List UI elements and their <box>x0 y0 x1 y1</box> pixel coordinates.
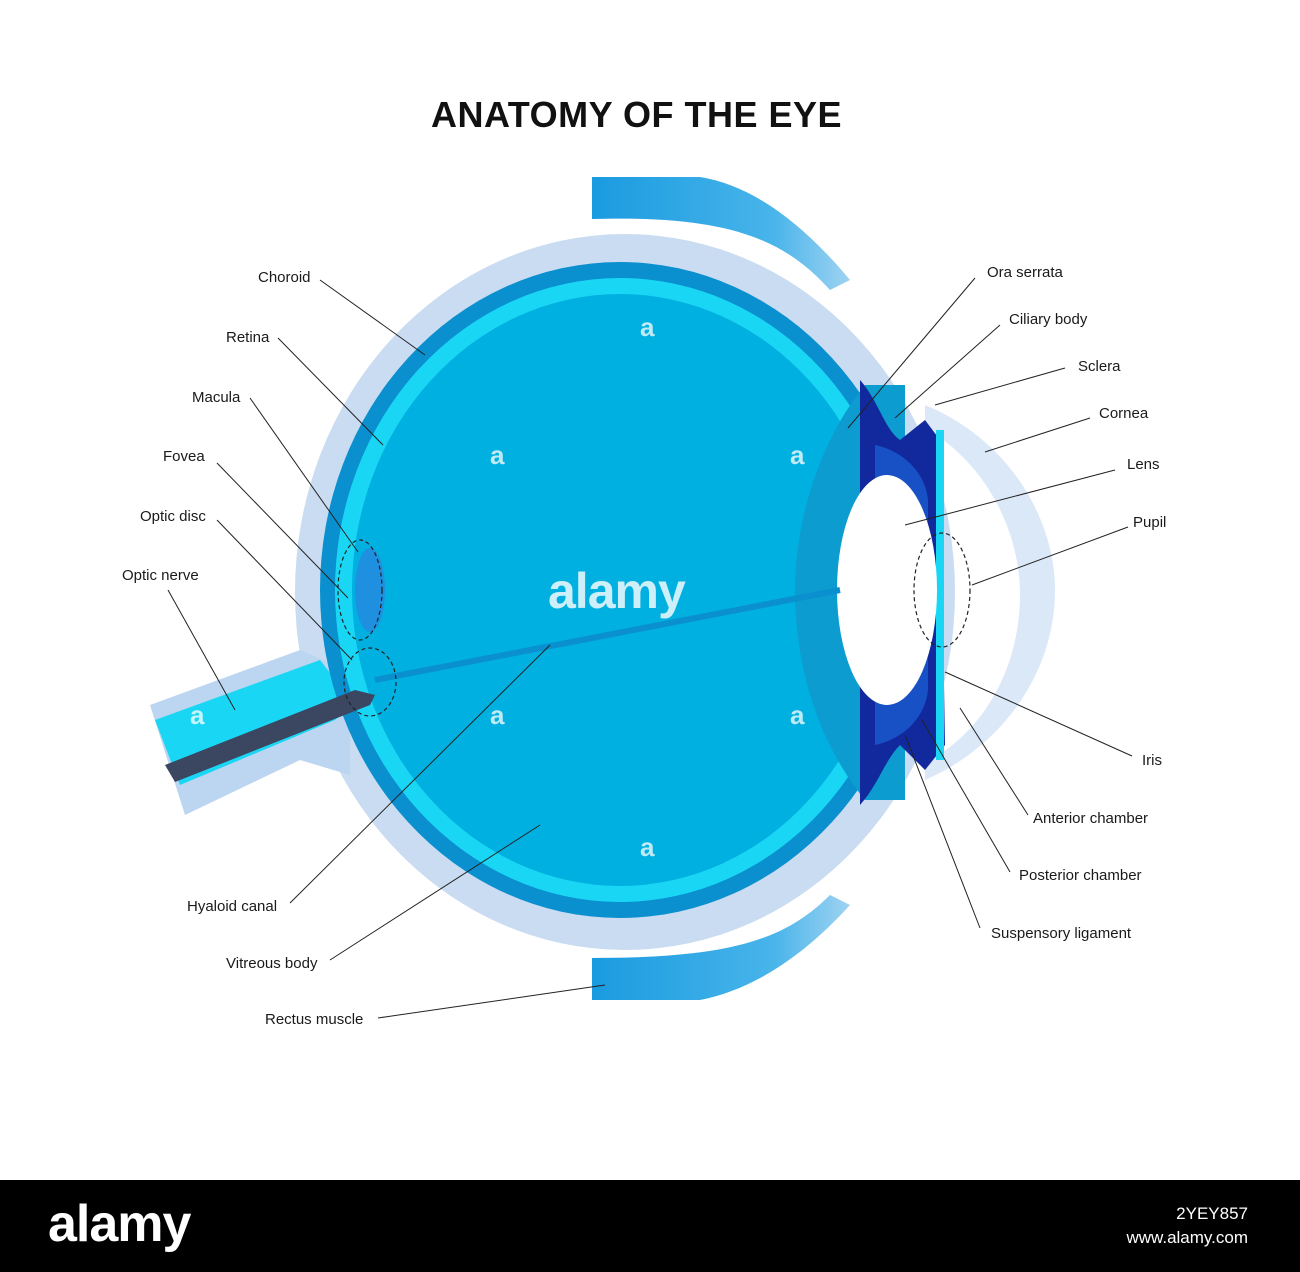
watermark-mark: a <box>190 575 205 605</box>
label-optic-nerve: Optic nerve <box>122 567 199 584</box>
label-retina: Retina <box>226 329 270 346</box>
label-optic-disc: Optic disc <box>140 508 206 525</box>
watermark-mark: a <box>640 312 655 342</box>
label-vitreous-body: Vitreous body <box>226 955 318 972</box>
label-ciliary-body: Ciliary body <box>1009 311 1088 328</box>
hyaloid-canal-line <box>374 587 841 683</box>
label-rectus-muscle: Rectus muscle <box>265 1011 363 1028</box>
page-title: ANATOMY OF THE EYE <box>430 94 843 135</box>
macula-dashed-outline <box>337 539 383 641</box>
label-fovea: Fovea <box>163 448 205 465</box>
label-choroid: Choroid <box>258 269 311 286</box>
label-macula: Macula <box>192 389 241 406</box>
label-pupil: Pupil <box>1133 514 1166 531</box>
watermark-mark: a <box>490 700 505 730</box>
footer-site: www.alamy.com <box>1126 1228 1248 1247</box>
label-cornea: Cornea <box>1099 405 1149 422</box>
footer-image-info: 2YEY857 www.alamy.com <box>1126 1202 1248 1250</box>
watermark-mark: a <box>640 832 655 862</box>
label-iris: Iris <box>1142 752 1162 769</box>
upper-rectus-muscle <box>592 177 850 290</box>
label-suspensory-ligament: Suspensory ligament <box>991 925 1132 942</box>
lens-shape <box>837 475 937 705</box>
label-sclera: Sclera <box>1078 358 1121 375</box>
lower-rectus-muscle <box>592 895 850 1000</box>
iris-strip <box>936 430 944 760</box>
label-lens: Lens <box>1127 456 1160 473</box>
optic-disc-dashed-outline <box>343 647 397 717</box>
watermark-mark: a <box>190 700 205 730</box>
eye-diagram: Choroid Retina Macula Fovea Optic disc O… <box>122 177 1166 1028</box>
label-posterior-chamber: Posterior chamber <box>1019 867 1142 884</box>
watermark-center: alamy <box>548 563 686 619</box>
label-ora-serrata: Ora serrata <box>987 264 1064 281</box>
diagram-canvas: ANATOMY OF THE EYE <box>122 94 1167 1028</box>
label-hyaloid-canal: Hyaloid canal <box>187 898 277 915</box>
pupil-dashed-outline <box>913 532 971 648</box>
footer-image-id: 2YEY857 <box>1176 1204 1248 1223</box>
watermark-mark: a <box>790 700 805 730</box>
vitreous-body-shape <box>352 294 888 886</box>
watermark-mark: a <box>790 440 805 470</box>
watermark-mark: a <box>490 440 505 470</box>
label-anterior-chamber: Anterior chamber <box>1033 810 1148 827</box>
optic-nerve-core <box>165 690 375 782</box>
stock-footer-bar: alamy 2YEY857 www.alamy.com <box>0 1180 1300 1272</box>
macula-spot <box>355 548 385 632</box>
footer-brand-logo: alamy <box>48 1195 191 1253</box>
